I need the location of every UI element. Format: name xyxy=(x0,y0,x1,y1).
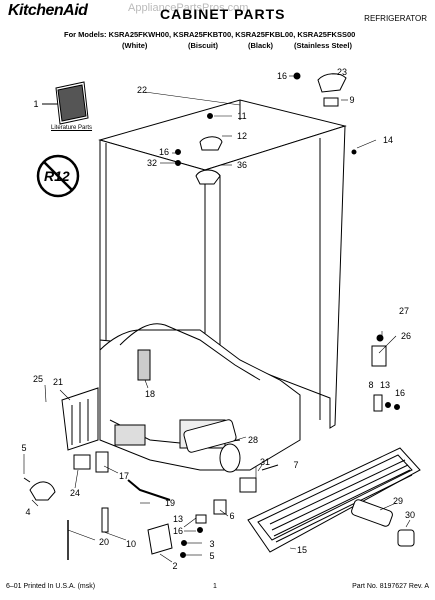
callout-27: 27 xyxy=(398,306,410,316)
screw-32-icon xyxy=(175,160,181,166)
callout-16-bottom: 16 xyxy=(172,526,184,536)
callout-36: 36 xyxy=(236,160,248,170)
callout-29: 29 xyxy=(392,496,404,506)
callout-9: 9 xyxy=(349,95,355,105)
toe-grille-drawing xyxy=(247,447,421,553)
callout-11: 11 xyxy=(237,111,247,121)
footer-print-info: 6–01 Printed In U.S.A. (msk) xyxy=(6,583,96,590)
callout-30: 30 xyxy=(404,510,416,520)
callout-6: 6 xyxy=(229,511,235,521)
callout-19: 19 xyxy=(164,498,176,508)
callout-18: 18 xyxy=(144,389,156,399)
screw-3-icon xyxy=(181,540,187,546)
callout-7: 7 xyxy=(293,460,299,470)
part-24-drawing xyxy=(73,454,91,470)
callout-3: 3 xyxy=(209,539,215,549)
part-8-drawing xyxy=(373,394,383,412)
cabinet-shell-drawing xyxy=(98,99,347,430)
callout-16-right: 16 xyxy=(394,388,406,398)
callout-26: 26 xyxy=(400,331,412,341)
part-28-drawing xyxy=(183,419,237,453)
callout-31: 31 xyxy=(259,457,271,467)
callout-16-mid: 16 xyxy=(158,147,170,157)
callout-2: 2 xyxy=(172,561,178,571)
water-filter-drawing xyxy=(351,499,393,527)
variant-biscuit: (Biscuit) xyxy=(188,41,218,50)
callout-20: 20 xyxy=(98,537,110,547)
screw-5-left-icon xyxy=(23,477,31,483)
brand-logo: KitchenAid xyxy=(8,2,88,19)
screw-16-mid-icon xyxy=(175,149,181,155)
category-label: REFRIGERATOR xyxy=(364,14,427,23)
leveler-bracket-drawing xyxy=(371,345,387,367)
screw-27-icon xyxy=(376,334,384,342)
footer-page-number: 1 xyxy=(213,583,217,590)
callout-5-bottom: 5 xyxy=(209,551,215,561)
variant-white: (White) xyxy=(122,41,148,50)
callout-22: 22 xyxy=(136,85,148,95)
screw-11-icon xyxy=(207,113,213,119)
callout-8: 8 xyxy=(368,380,374,390)
part-10-drawing xyxy=(101,507,109,533)
screw-7-icon xyxy=(261,464,279,471)
hinge-part-36-drawing xyxy=(195,169,221,185)
page-title: CABINET PARTS xyxy=(160,6,286,22)
callout-10: 10 xyxy=(125,539,137,549)
callout-32: 32 xyxy=(146,158,158,168)
screw-13-icon xyxy=(385,402,391,408)
part-17-drawing xyxy=(95,451,109,473)
part-6-drawing xyxy=(213,499,227,515)
callout-17: 17 xyxy=(118,471,130,481)
screw-16-bottom-icon xyxy=(197,527,203,533)
roller-2-drawing xyxy=(147,523,173,555)
literature-parts-label: Literature Parts xyxy=(51,125,93,131)
callout-16-top: 16 xyxy=(276,71,288,81)
hinge-cover-drawing xyxy=(317,73,347,93)
part-14-icon xyxy=(351,149,357,155)
r12-no-icon xyxy=(36,154,80,198)
variant-black: (Black) xyxy=(248,41,274,50)
part-13-drawing xyxy=(195,514,207,524)
callout-1: 1 xyxy=(33,99,39,109)
r12-symbol-label: R12 xyxy=(44,168,70,184)
callout-24: 24 xyxy=(69,488,81,498)
callout-25: 25 xyxy=(32,374,44,384)
footer-part-number: Part No. 8197627 Rev. A xyxy=(352,583,429,590)
callout-14: 14 xyxy=(382,135,394,145)
callout-13-bottom: 13 xyxy=(172,514,184,524)
literature-booklet-icon xyxy=(42,81,89,125)
callout-13-right: 13 xyxy=(379,380,391,390)
screw-16-top-icon xyxy=(293,72,301,80)
callout-12: 12 xyxy=(236,131,248,141)
callout-28: 28 xyxy=(247,435,259,445)
callout-4: 4 xyxy=(25,507,31,517)
watermark: AppliancePartsPros.com xyxy=(128,2,249,14)
roller-4-drawing xyxy=(29,481,56,501)
top-hinge-cover-drawing xyxy=(199,136,223,151)
part-31-drawing xyxy=(239,477,257,493)
side-grille-drawing xyxy=(61,387,99,451)
callout-5-left: 5 xyxy=(21,443,27,453)
callout-23: 23 xyxy=(336,67,348,77)
callout-15: 15 xyxy=(296,545,308,555)
tube-19-drawing xyxy=(127,479,171,501)
variant-stainless: (Stainless Steel) xyxy=(294,41,352,50)
filter-cap-drawing xyxy=(397,529,415,547)
models-line: For Models: KSRA25FKWH00, KSRA25FKBT00, … xyxy=(64,30,356,39)
screw-16-right-icon xyxy=(394,404,400,410)
callout-21: 21 xyxy=(52,377,64,387)
screw-5-icon xyxy=(180,552,186,558)
hinge-bracket-drawing xyxy=(323,97,339,107)
